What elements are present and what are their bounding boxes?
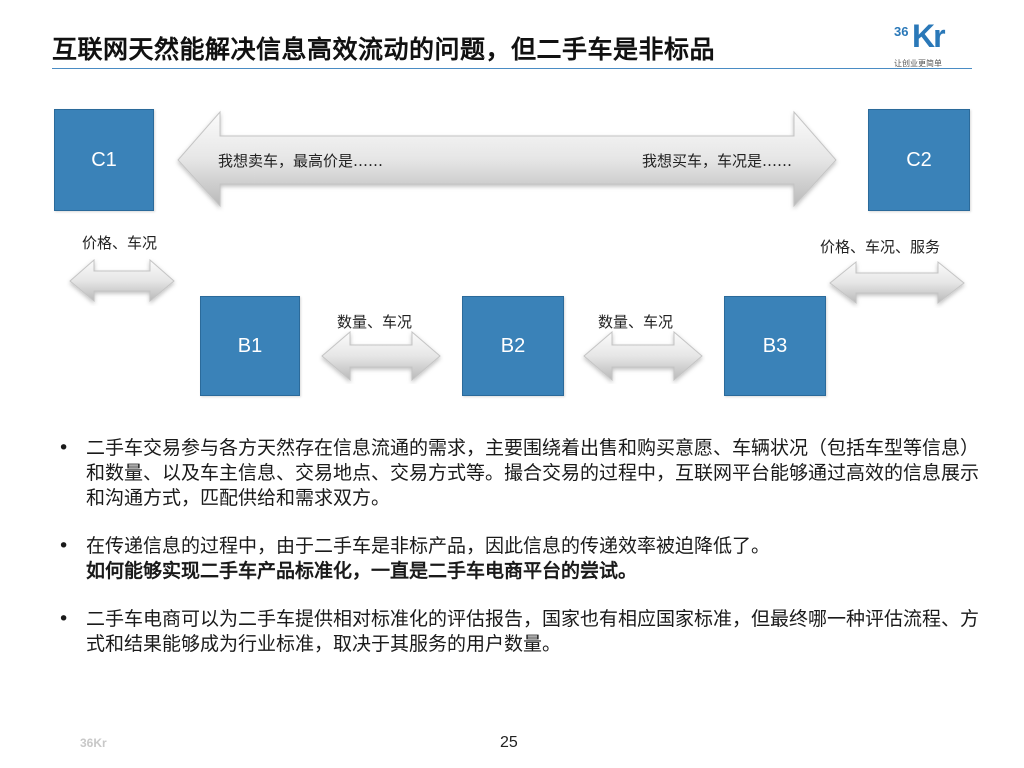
footer-logo: 36Kr (80, 736, 107, 750)
b2-b3-arrow (583, 330, 703, 382)
c2-b3-label: 价格、车况、服务 (820, 238, 941, 256)
bullet-marker: • (58, 535, 70, 557)
logo-number: 36 (894, 24, 909, 39)
node-b3: B3 (724, 296, 826, 396)
bullet-text: 在传递信息的过程中，由于二手车是非标产品，因此信息的传递效率被迫降低了。 (86, 535, 771, 557)
b2-b3-label: 数量、车况 (598, 313, 674, 331)
c1-b1-arrow (69, 258, 175, 303)
bullet-marker: • (58, 608, 70, 630)
node-c1: C1 (54, 109, 154, 211)
bullet-text: 二手车电商可以为二手车提供相对标准化的评估报告，国家也有相应国家标准，但最终哪一… (86, 608, 980, 655)
node-b2: B2 (462, 296, 564, 396)
c1-b1-label: 价格、车况 (82, 234, 158, 252)
top-arrow-left-text: 我想卖车，最高价是…… (218, 152, 384, 170)
bullet-text: 二手车交易参与各方天然存在信息流通的需求，主要围绕着出售和购买意愿、车辆状况（包… (86, 437, 980, 509)
node-c2: C2 (868, 109, 970, 211)
bullet-strong-text: 如何能够实现二手车产品标准化，一直是二手车电商平台的尝试。 (86, 560, 638, 582)
page-number: 25 (500, 734, 518, 751)
b1-b2-label: 数量、车况 (337, 313, 413, 331)
brand-logo: 36 Kr 让创业更简单 (892, 18, 952, 70)
c2-b3-arrow (829, 260, 965, 305)
top-double-arrow (177, 110, 837, 208)
bullet-item: • 二手车电商可以为二手车提供相对标准化的评估报告，国家也有相应国家标准，但最终… (58, 607, 988, 657)
node-b1: B1 (200, 296, 300, 396)
bullet-list: • 二手车交易参与各方天然存在信息流通的需求，主要围绕着出售和购买意愿、车辆状况… (58, 436, 988, 680)
logo-brand: Kr (912, 18, 946, 54)
title-divider (52, 68, 972, 69)
page-title: 互联网天然能解决信息高效流动的问题，但二手车是非标品 (52, 35, 716, 64)
top-arrow-right-text: 我想买车，车况是…… (642, 152, 793, 170)
bullet-item: • 二手车交易参与各方天然存在信息流通的需求，主要围绕着出售和购买意愿、车辆状况… (58, 436, 988, 511)
logo-tagline: 让创业更简单 (894, 59, 942, 68)
bullet-marker: • (58, 437, 70, 459)
b1-b2-arrow (321, 330, 441, 382)
bullet-item: • 在传递信息的过程中，由于二手车是非标产品，因此信息的传递效率被迫降低了。 如… (58, 534, 988, 584)
